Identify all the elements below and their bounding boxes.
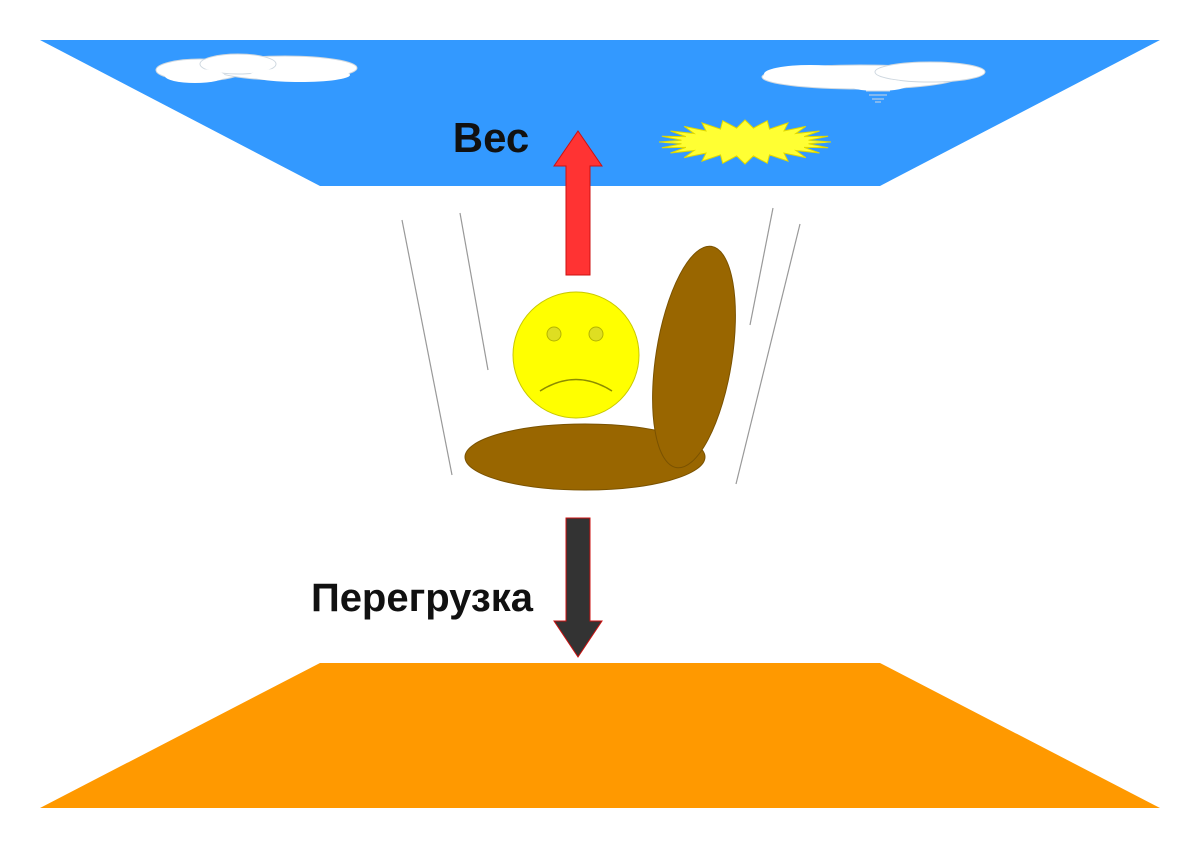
sad-face-icon xyxy=(512,291,640,419)
chair-icon xyxy=(464,245,736,491)
orange-floor xyxy=(40,663,1160,808)
weight-arrow xyxy=(553,130,603,276)
sun-icon xyxy=(658,119,832,165)
cloud-icon xyxy=(155,53,358,83)
motion-lines xyxy=(401,207,801,485)
overload-arrow xyxy=(553,517,603,658)
cloud-icon xyxy=(761,61,986,103)
overload-label: Перегрузка xyxy=(311,576,534,620)
weight-label: Вес xyxy=(453,114,530,161)
